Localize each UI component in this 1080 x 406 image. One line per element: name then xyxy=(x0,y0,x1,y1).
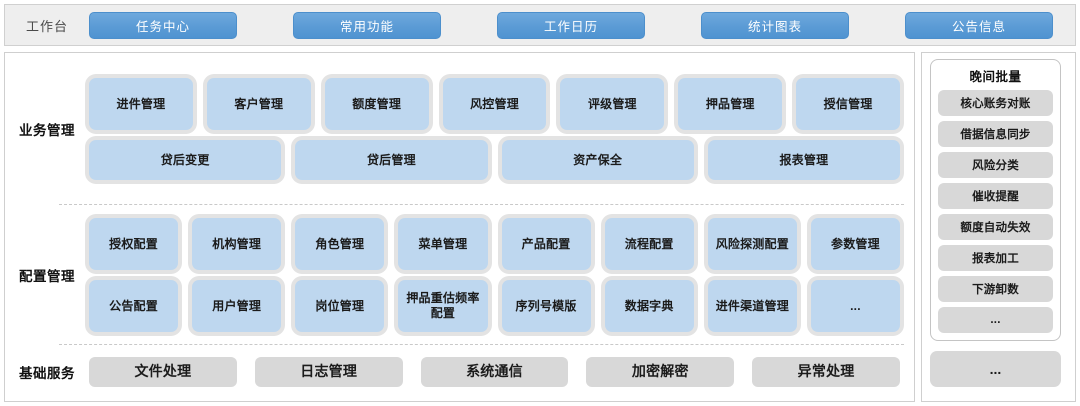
tile-row: 授权配置 机构管理 角色管理 菜单管理 产品配置 流程配置 风险探测配置 参数管… xyxy=(89,218,900,270)
tile-encryption-decryption[interactable]: 加密解密 xyxy=(586,357,735,387)
sidebar-item-iou-info-sync[interactable]: 借据信息同步 xyxy=(938,121,1053,147)
toolbar-button-common-functions[interactable]: 常用功能 xyxy=(293,11,441,39)
sidebar-item-downstream-unload[interactable]: 下游卸数 xyxy=(938,276,1053,302)
section-rows-configuration-management: 授权配置 机构管理 角色管理 菜单管理 产品配置 流程配置 风险探测配置 参数管… xyxy=(89,218,914,332)
nightly-batch-list: 核心账务对账 借据信息同步 风险分类 催收提醒 额度自动失效 报表加工 下游卸数… xyxy=(938,90,1053,333)
module-panel: 业务管理 进件管理 客户管理 额度管理 风控管理 评级管理 押品管理 授信管理 … xyxy=(4,52,915,402)
tile-exception-handling[interactable]: 异常处理 xyxy=(752,357,900,387)
toolbar-button-statistics-chart[interactable]: 统计图表 xyxy=(701,11,849,39)
section-label-configuration-management: 配置管理 xyxy=(19,269,75,284)
tile-row: 文件处理 日志管理 系统通信 加密解密 异常处理 xyxy=(89,357,900,387)
workbench-title: 工作台 xyxy=(25,18,68,34)
stage: 业务管理 进件管理 客户管理 额度管理 风控管理 评级管理 押品管理 授信管理 … xyxy=(4,52,1076,402)
tile-position-management[interactable]: 岗位管理 xyxy=(295,280,385,332)
tile-menu-management[interactable]: 菜单管理 xyxy=(398,218,488,270)
section-basic-services: 基础服务 文件处理 日志管理 系统通信 加密解密 异常处理 xyxy=(5,345,914,399)
toolbar-button-task-center[interactable]: 任务中心 xyxy=(89,11,237,39)
tile-collateral-management[interactable]: 押品管理 xyxy=(678,78,783,130)
tile-post-loan-change[interactable]: 贷后变更 xyxy=(89,140,282,180)
section-label-basic-services: 基础服务 xyxy=(19,366,75,381)
sidebar-item-report-processing[interactable]: 报表加工 xyxy=(938,245,1053,271)
tile-application-management[interactable]: 进件管理 xyxy=(89,78,193,130)
tile-file-processing[interactable]: 文件处理 xyxy=(89,357,237,387)
tile-serial-number-template[interactable]: 序列号模版 xyxy=(501,280,591,332)
section-divider xyxy=(59,204,904,205)
tile-authorization-config[interactable]: 授权配置 xyxy=(89,218,179,270)
nightly-batch-title: 晚间批量 xyxy=(969,70,1022,84)
tile-user-management[interactable]: 用户管理 xyxy=(192,280,282,332)
toolbar-button-group: 任务中心 常用功能 工作日历 统计图表 公告信息 xyxy=(89,11,1075,39)
tile-role-management[interactable]: 角色管理 xyxy=(295,218,385,270)
section-divider xyxy=(59,344,904,345)
tile-report-management[interactable]: 报表管理 xyxy=(707,140,900,180)
tile-row: 公告配置 用户管理 岗位管理 押品重估频率配置 序列号模版 数据字典 进件渠道管… xyxy=(89,280,900,332)
section-business-management: 业务管理 进件管理 客户管理 额度管理 风控管理 评级管理 押品管理 授信管理 … xyxy=(5,53,914,205)
sidebar-item-collection-reminder[interactable]: 催收提醒 xyxy=(938,183,1053,209)
tile-risk-control-management[interactable]: 风控管理 xyxy=(442,78,547,130)
section-configuration-management: 配置管理 授权配置 机构管理 角色管理 菜单管理 产品配置 流程配置 风险探测配… xyxy=(5,205,914,345)
tile-announcement-config[interactable]: 公告配置 xyxy=(89,280,179,332)
tile-collateral-revaluation-frequency-config[interactable]: 押品重估频率配置 xyxy=(398,280,488,332)
tile-post-loan-management[interactable]: 贷后管理 xyxy=(295,140,488,180)
toolbar-button-announcements[interactable]: 公告信息 xyxy=(905,11,1053,39)
tile-data-dictionary[interactable]: 数据字典 xyxy=(604,280,694,332)
section-rows-business-management: 进件管理 客户管理 额度管理 风控管理 评级管理 押品管理 授信管理 贷后变更 … xyxy=(89,78,914,180)
tile-risk-detection-config[interactable]: 风险探测配置 xyxy=(707,218,797,270)
tile-parameter-management[interactable]: 参数管理 xyxy=(810,218,900,270)
tile-row: 进件管理 客户管理 额度管理 风控管理 评级管理 押品管理 授信管理 xyxy=(89,78,901,130)
tile-organization-management[interactable]: 机构管理 xyxy=(192,218,282,270)
tile-credit-limit-management[interactable]: 额度管理 xyxy=(324,78,429,130)
tile-customer-management[interactable]: 客户管理 xyxy=(206,78,311,130)
sidebar-item-more[interactable]: ... xyxy=(938,307,1053,333)
tile-row: 贷后变更 贷后管理 资产保全 报表管理 xyxy=(89,140,900,180)
tile-log-management[interactable]: 日志管理 xyxy=(254,357,403,387)
nightly-batch-card: 晚间批量 核心账务对账 借据信息同步 风险分类 催收提醒 额度自动失效 报表加工… xyxy=(930,59,1061,341)
nightly-batch-more-button[interactable]: ... xyxy=(930,351,1061,387)
tile-process-config[interactable]: 流程配置 xyxy=(604,218,694,270)
tile-application-channel-management[interactable]: 进件渠道管理 xyxy=(707,280,797,332)
sidebar-item-core-accounting-reconciliation[interactable]: 核心账务对账 xyxy=(938,90,1053,116)
nightly-batch-panel: 晚间批量 核心账务对账 借据信息同步 风险分类 催收提醒 额度自动失效 报表加工… xyxy=(921,52,1076,402)
tile-more-configuration[interactable]: ... xyxy=(810,280,900,332)
tile-asset-preservation[interactable]: 资产保全 xyxy=(501,140,694,180)
tile-product-config[interactable]: 产品配置 xyxy=(501,218,591,270)
tile-rating-management[interactable]: 评级管理 xyxy=(560,78,665,130)
tile-system-communication[interactable]: 系统通信 xyxy=(420,357,569,387)
section-rows-basic-services: 文件处理 日志管理 系统通信 加密解密 异常处理 xyxy=(89,357,914,387)
top-toolbar: 工作台 任务中心 常用功能 工作日历 统计图表 公告信息 xyxy=(4,4,1076,46)
section-label-business-management: 业务管理 xyxy=(19,123,75,138)
toolbar-button-work-calendar[interactable]: 工作日历 xyxy=(497,11,645,39)
sidebar-item-risk-classification[interactable]: 风险分类 xyxy=(938,152,1053,178)
tile-credit-granting-management[interactable]: 授信管理 xyxy=(796,78,901,130)
sidebar-item-auto-limit-expiry[interactable]: 额度自动失效 xyxy=(938,214,1053,240)
